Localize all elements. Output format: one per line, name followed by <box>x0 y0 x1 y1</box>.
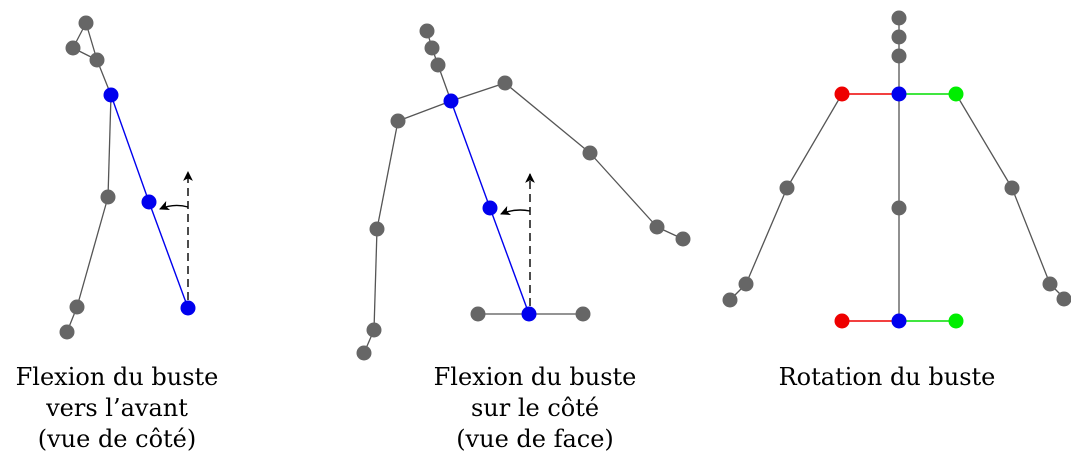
joint <box>424 40 440 56</box>
panel3-bones <box>729 18 1067 322</box>
joint <box>419 23 435 39</box>
panel1-rotation-arrow <box>159 201 189 211</box>
joint-highlighted <box>103 87 119 103</box>
joint <box>470 306 486 322</box>
joint-highlighted <box>141 194 157 210</box>
caption-side-flexion: Flexion du buste sur le côté (vue de fac… <box>418 362 652 455</box>
panel-forward-flexion-skeleton <box>59 15 196 340</box>
joint <box>497 75 513 91</box>
panel2-angle-indicator <box>500 173 535 306</box>
caption-line: (vue de face) <box>456 425 614 453</box>
panel2-spine <box>450 100 491 209</box>
joint <box>89 52 105 68</box>
joint-left <box>834 313 850 329</box>
joint <box>1042 276 1058 292</box>
joint <box>59 324 75 340</box>
joint <box>1056 291 1071 307</box>
joint <box>779 180 795 196</box>
joint-highlighted <box>521 306 537 322</box>
panel2-rotation-arrow <box>500 206 531 216</box>
joint-left <box>834 86 850 102</box>
caption-line: sur le côté <box>470 394 600 422</box>
caption-line: (vue de côté) <box>37 425 197 453</box>
panel1-angle-indicator <box>159 171 193 300</box>
joint-right <box>948 86 964 102</box>
joint <box>78 15 94 31</box>
caption-line: Flexion du buste <box>15 363 219 391</box>
panel3-joints <box>722 10 1071 329</box>
joint <box>1004 180 1020 196</box>
panel2-lower-spine <box>489 207 530 315</box>
joint <box>891 10 907 26</box>
joint <box>369 221 385 237</box>
joint <box>430 57 446 73</box>
joint <box>891 29 907 45</box>
caption-line: Flexion du buste <box>433 363 637 391</box>
joint-highlighted <box>891 313 907 329</box>
joint <box>366 322 382 338</box>
joint-highlighted <box>482 200 498 216</box>
caption-forward-flexion: Flexion du buste vers l’avant (vue de cô… <box>0 362 234 455</box>
joint <box>891 48 907 64</box>
joint <box>738 276 754 292</box>
panel1-bones <box>66 22 189 333</box>
joint <box>891 200 907 216</box>
joint-highlighted <box>443 93 459 109</box>
joint-highlighted <box>180 300 196 316</box>
panel1-joints <box>59 15 196 340</box>
panel1-spine <box>110 94 150 203</box>
joint-highlighted <box>891 86 907 102</box>
caption-line: Rotation du buste <box>778 363 996 391</box>
panel-side-flexion-skeleton <box>356 23 691 361</box>
panel-rotation-skeleton <box>722 10 1071 329</box>
joint <box>582 145 598 161</box>
caption-line: vers l’avant <box>46 394 188 422</box>
joint <box>100 189 116 205</box>
joint <box>675 231 691 247</box>
joint <box>575 306 591 322</box>
joint <box>649 219 665 235</box>
joint-right <box>948 313 964 329</box>
joint <box>69 299 85 315</box>
caption-rotation: Rotation du buste <box>770 362 1004 393</box>
panel2-bones <box>363 30 684 354</box>
panel1-lower-spine <box>148 201 189 309</box>
panel2-joints <box>356 23 691 361</box>
joint <box>390 113 406 129</box>
joint <box>65 40 81 56</box>
joint <box>356 345 372 361</box>
joint <box>722 292 738 308</box>
